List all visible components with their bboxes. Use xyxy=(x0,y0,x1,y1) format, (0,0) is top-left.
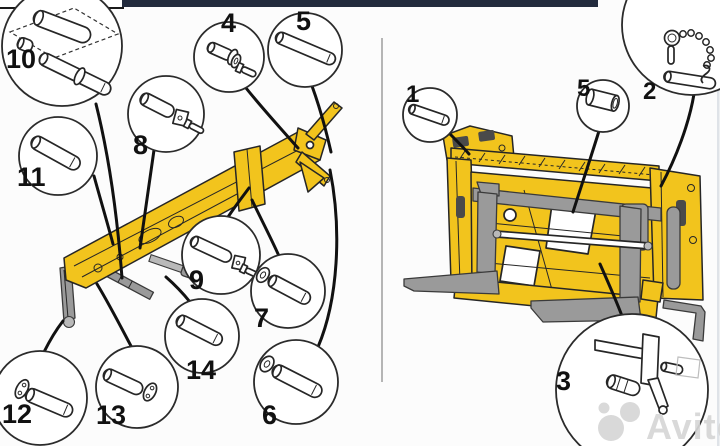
pin-icon xyxy=(267,274,312,305)
callout-13: 13 xyxy=(95,345,179,430)
fork-carriage-diagram xyxy=(403,125,706,342)
pin-icon xyxy=(139,92,175,118)
callout-number: 5 xyxy=(296,6,311,36)
callout-number: 1 xyxy=(406,81,419,108)
boom-arm xyxy=(63,101,343,289)
lock-rod xyxy=(666,206,681,290)
callout-number: 3 xyxy=(556,366,571,396)
pin-icon xyxy=(407,103,450,126)
callout-number: 8 xyxy=(133,130,148,160)
callout-5-right: 5 xyxy=(576,75,630,133)
callout-7: 7 xyxy=(250,253,326,333)
bolt-icon xyxy=(234,61,257,78)
pin-icon xyxy=(24,387,74,418)
avito-logo-icon xyxy=(598,402,640,441)
chain-links xyxy=(679,29,715,69)
r-clip-icon xyxy=(700,64,711,84)
callout-12: 12 xyxy=(0,350,88,446)
callout-number: 11 xyxy=(17,162,46,192)
washer-icon xyxy=(259,355,275,373)
bushing-icon xyxy=(585,88,620,112)
bushing-icon xyxy=(16,37,34,53)
callout-number: 6 xyxy=(262,400,277,430)
callout-6: 6 xyxy=(253,339,339,430)
callout-4: 4 xyxy=(193,8,265,93)
tab-plate-icon xyxy=(142,382,158,402)
lock-lever-icon xyxy=(594,333,701,415)
callout-10: 10 xyxy=(1,0,123,107)
bolt-icon xyxy=(182,118,205,135)
callout-14: 14 xyxy=(164,298,240,385)
pin-icon xyxy=(189,235,233,263)
callout-number: 2 xyxy=(643,78,656,105)
fork-hanger-bar xyxy=(472,187,662,222)
callout-5-left: 5 xyxy=(267,6,343,88)
callout-2: 2 xyxy=(621,0,720,105)
sleeve-pin-icon xyxy=(32,9,92,44)
callout-number: 9 xyxy=(189,265,204,295)
callout-8: 8 xyxy=(127,75,205,160)
washer-icon xyxy=(255,266,271,284)
avito-watermark: Avito xyxy=(598,402,720,446)
top-navy-bar xyxy=(122,0,598,7)
callout-number: 5 xyxy=(577,75,590,102)
pin-icon xyxy=(271,364,323,399)
callout-11: 11 xyxy=(17,116,98,196)
callout-number: 14 xyxy=(186,355,216,385)
ghost-plate xyxy=(675,356,701,379)
lower-bracket xyxy=(662,299,706,342)
pin-icon xyxy=(175,314,224,347)
callout-number: 7 xyxy=(254,303,269,333)
leader-lines xyxy=(42,84,696,354)
callout-number: 4 xyxy=(221,8,236,38)
callout-3: 3 xyxy=(555,313,709,446)
tie-rod xyxy=(492,229,653,251)
callout-9: 9 xyxy=(181,215,261,295)
callout-1: 1 xyxy=(402,81,458,143)
pin-icon xyxy=(274,31,337,66)
collar-pin-icon xyxy=(38,52,112,96)
callout-number: 13 xyxy=(96,400,126,430)
left-fork xyxy=(403,181,500,295)
callout-number: 10 xyxy=(6,44,36,74)
right-edge-line xyxy=(717,7,720,446)
boom-arm-diagram xyxy=(59,101,343,329)
watermark-text: Avito xyxy=(646,406,720,446)
lynch-pin-chain-icon xyxy=(663,29,717,90)
callout-number: 12 xyxy=(2,399,32,429)
pin-icon xyxy=(102,368,144,396)
